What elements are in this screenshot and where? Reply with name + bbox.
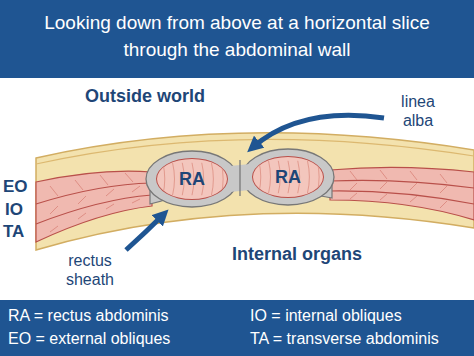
layer-label: IO — [5, 200, 23, 220]
region-label: Internal organs — [232, 244, 362, 266]
layer-label: TA — [3, 222, 24, 242]
key-entry: RA = rectus abdominis — [8, 306, 169, 325]
part-label: rectus sheath — [58, 251, 122, 289]
region-label: Outside world — [85, 86, 205, 108]
rectus-abdominis-muscle: RA — [252, 156, 324, 198]
muscle-label: RA — [275, 167, 301, 188]
key-entry: IO = internal obliques — [250, 306, 402, 325]
part-label: linea alba — [386, 92, 450, 130]
layer-label: EO — [3, 177, 28, 197]
key-entry: TA = transverse abdominis — [250, 329, 439, 348]
key-entry: EO = external obliques — [8, 329, 170, 348]
muscle-label: RA — [179, 169, 205, 190]
title-text: Looking down from above at a horizontal … — [37, 10, 437, 63]
rectus-abdominis-muscle: RA — [156, 158, 228, 200]
